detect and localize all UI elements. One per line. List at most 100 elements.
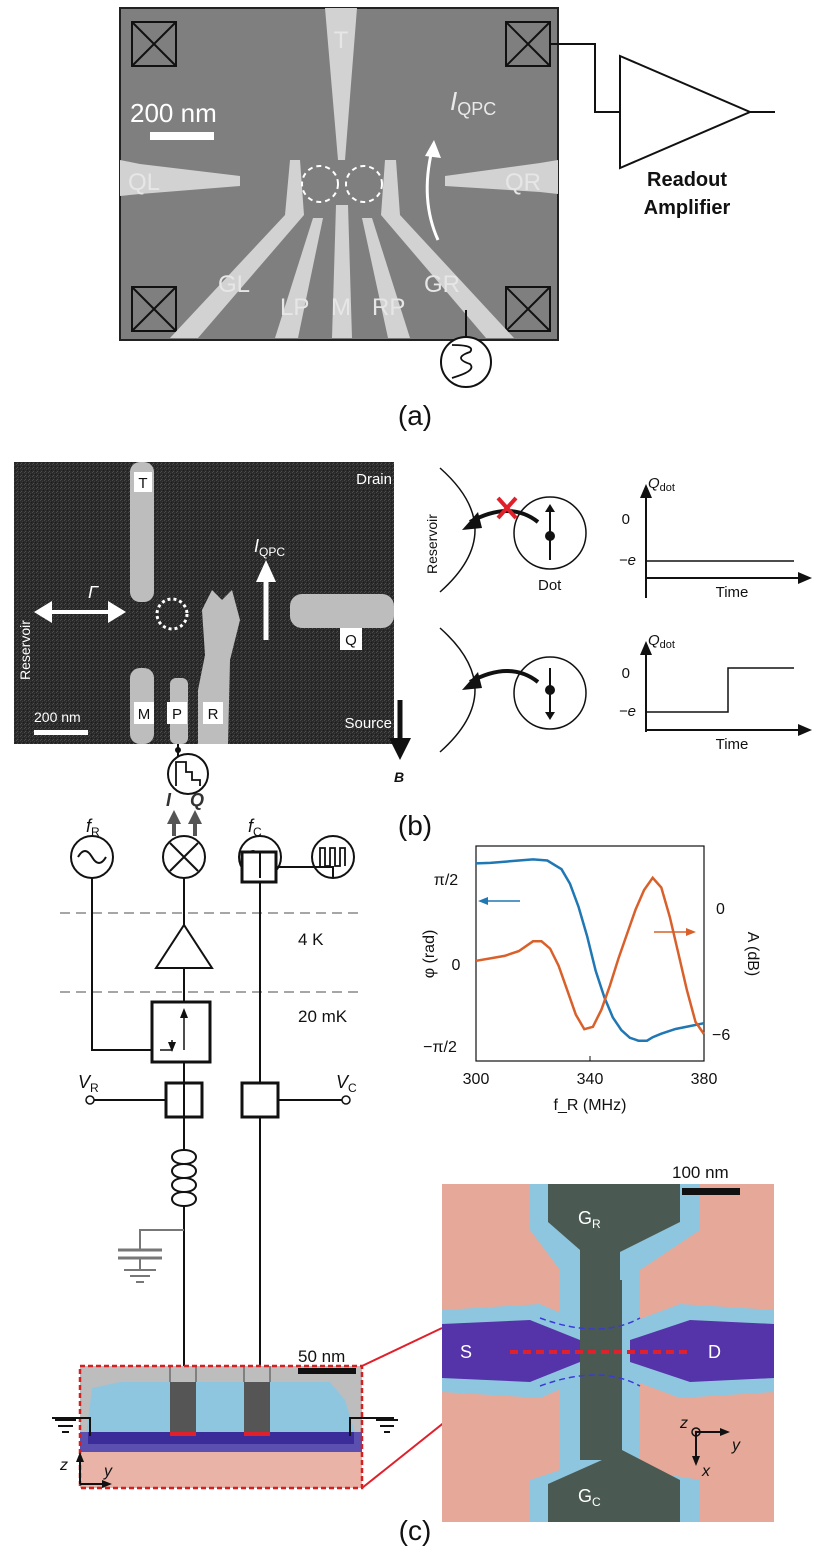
scale-bar-c-right: [682, 1188, 740, 1195]
scale-label-b: 200 nm: [34, 709, 81, 725]
plot-minus-e-top: −e: [619, 552, 636, 569]
gamma-arrow: [108, 601, 126, 623]
gate-GC: [548, 1280, 680, 1522]
current-label-a: IQPC: [450, 86, 496, 119]
sine-icon-R: [77, 850, 107, 864]
amplifier-symbol: [619, 54, 753, 170]
gate-label-QL: QL: [128, 169, 160, 196]
axis-y-left: y: [103, 1463, 113, 1480]
directional-coupler: [150, 1000, 212, 1064]
current-label-b: IQPC: [254, 536, 285, 559]
chart-series-right: [475, 875, 706, 1035]
scale-label-a: 200 nm: [130, 98, 217, 128]
plot-ylabel-bottom: Qdot: [648, 632, 675, 651]
xtick-1: 340: [577, 1071, 604, 1088]
label-D: D: [708, 1342, 721, 1362]
gamma-label: Γ: [88, 582, 99, 602]
gate-label-Q-b: Q: [345, 632, 357, 649]
spin-up-icon: [545, 531, 555, 541]
label-fR: fR: [86, 816, 100, 839]
dot-outline-right: [345, 165, 383, 203]
chart-xlabel: f_R (MHz): [554, 1097, 627, 1114]
amp-label-2: Amplifier: [644, 197, 731, 219]
panel-b: T Q M P R Drain Source Reservoir Γ IQPC …: [14, 462, 812, 841]
xtick-0: 300: [463, 1071, 490, 1088]
resonance-chart: π/2 0 −π/2 0 −6 300 340 380 f_R (MHz) φ …: [399, 845, 761, 1546]
charge-trace-bottom: [646, 667, 794, 713]
gate-label-M: M: [331, 294, 351, 321]
dot-outline-left: [301, 165, 339, 203]
pulse-icon: [175, 761, 201, 786]
plot-ylabel-top: Qdot: [648, 475, 675, 494]
label-Q: Q: [190, 790, 204, 810]
gate-label-M-b: M: [138, 706, 151, 723]
cryo-amplifier: [154, 923, 214, 969]
gate-label-T: T: [334, 27, 349, 54]
scale-bar-a: [150, 132, 214, 140]
dot-label: Dot: [538, 577, 562, 594]
spin-down-icon: [545, 685, 555, 695]
ytick-right-1: −6: [712, 1027, 730, 1044]
gate-label-RP: RP: [372, 294, 405, 321]
sinewave-icon: [451, 344, 473, 379]
ground-icon-left: [55, 1419, 76, 1433]
temp-label-20mk: 20 mK: [298, 1007, 348, 1026]
label-VR: VR: [78, 1072, 99, 1095]
field-arrow: [389, 738, 411, 760]
gate-label-R-b: R: [208, 706, 219, 723]
cross-section-spacer: [86, 1382, 356, 1436]
amp-label-1: Readout: [647, 169, 727, 191]
current-arrow: [425, 149, 440, 241]
reservoir-label-b: Reservoir: [17, 620, 33, 680]
readout-wire: [550, 43, 620, 113]
ytick-left-0: π/2: [434, 872, 458, 889]
bias-tee-C: [240, 1081, 280, 1119]
reservoir-boundary-bottom: [439, 627, 476, 753]
cross-section-gate-R: [170, 1382, 196, 1434]
ohmic-contacts: [131, 21, 551, 332]
xtick-2: 380: [691, 1071, 718, 1088]
label-VC: VC: [336, 1072, 357, 1095]
cross-section-gate-C: [244, 1382, 270, 1434]
dot-outline-b: [155, 597, 189, 631]
left-axis-arrow: [478, 897, 488, 905]
right-axis-arrow: [686, 928, 696, 936]
scale-bar-b: [34, 730, 88, 735]
drain-label: Drain: [356, 471, 392, 488]
ytick-right-0: 0: [716, 901, 725, 918]
dot-circle-bottom: [513, 656, 587, 730]
label-fC: fC: [248, 816, 262, 839]
dot-circle-top: [513, 496, 587, 570]
chart-ylabel-left: φ (rad): [421, 930, 438, 979]
label-I: I: [166, 790, 172, 810]
label-GR: GR: [578, 1208, 601, 1231]
reservoir-boundary-top: [439, 467, 476, 593]
blocked-cross-icon: [496, 496, 518, 520]
gate-label-GL: GL: [218, 271, 250, 298]
axis-x-right: x: [701, 1463, 711, 1480]
gate-label-LP: LP: [280, 294, 309, 321]
plot-zero-top: 0: [622, 511, 630, 528]
source-label: Source: [344, 715, 392, 732]
axis-z-right: z: [679, 1415, 688, 1432]
temp-label-4k: 4 K: [298, 930, 324, 949]
plot-xlabel-top: Time: [716, 584, 749, 601]
capacitor-icon: [118, 1248, 162, 1260]
pulse-train-icon: [319, 847, 346, 867]
panel-c-sem: GR GC S D 100 nm z y x: [442, 1163, 774, 1522]
scale-label-c-left: 50 nm: [298, 1347, 345, 1366]
ground-icon-cap: [124, 1258, 156, 1283]
chart-ylabel-right: A (dB): [744, 932, 761, 976]
gate-label-P-b: P: [172, 706, 182, 723]
label-GC: GC: [578, 1486, 601, 1509]
plot-minus-e-bottom: −e: [619, 703, 636, 720]
tunnel-arrow-top: [462, 512, 482, 530]
axis-z-left: z: [59, 1457, 68, 1474]
panel-a: T QL QR GL LP M RP GR 200 nm IQPC Readou…: [119, 7, 775, 431]
gate-electrodes: [120, 8, 558, 338]
gate-label-T-b: T: [138, 475, 147, 492]
plot-zero-bottom: 0: [622, 665, 630, 682]
field-label: B: [394, 769, 404, 785]
caption-b: (b): [398, 810, 432, 841]
